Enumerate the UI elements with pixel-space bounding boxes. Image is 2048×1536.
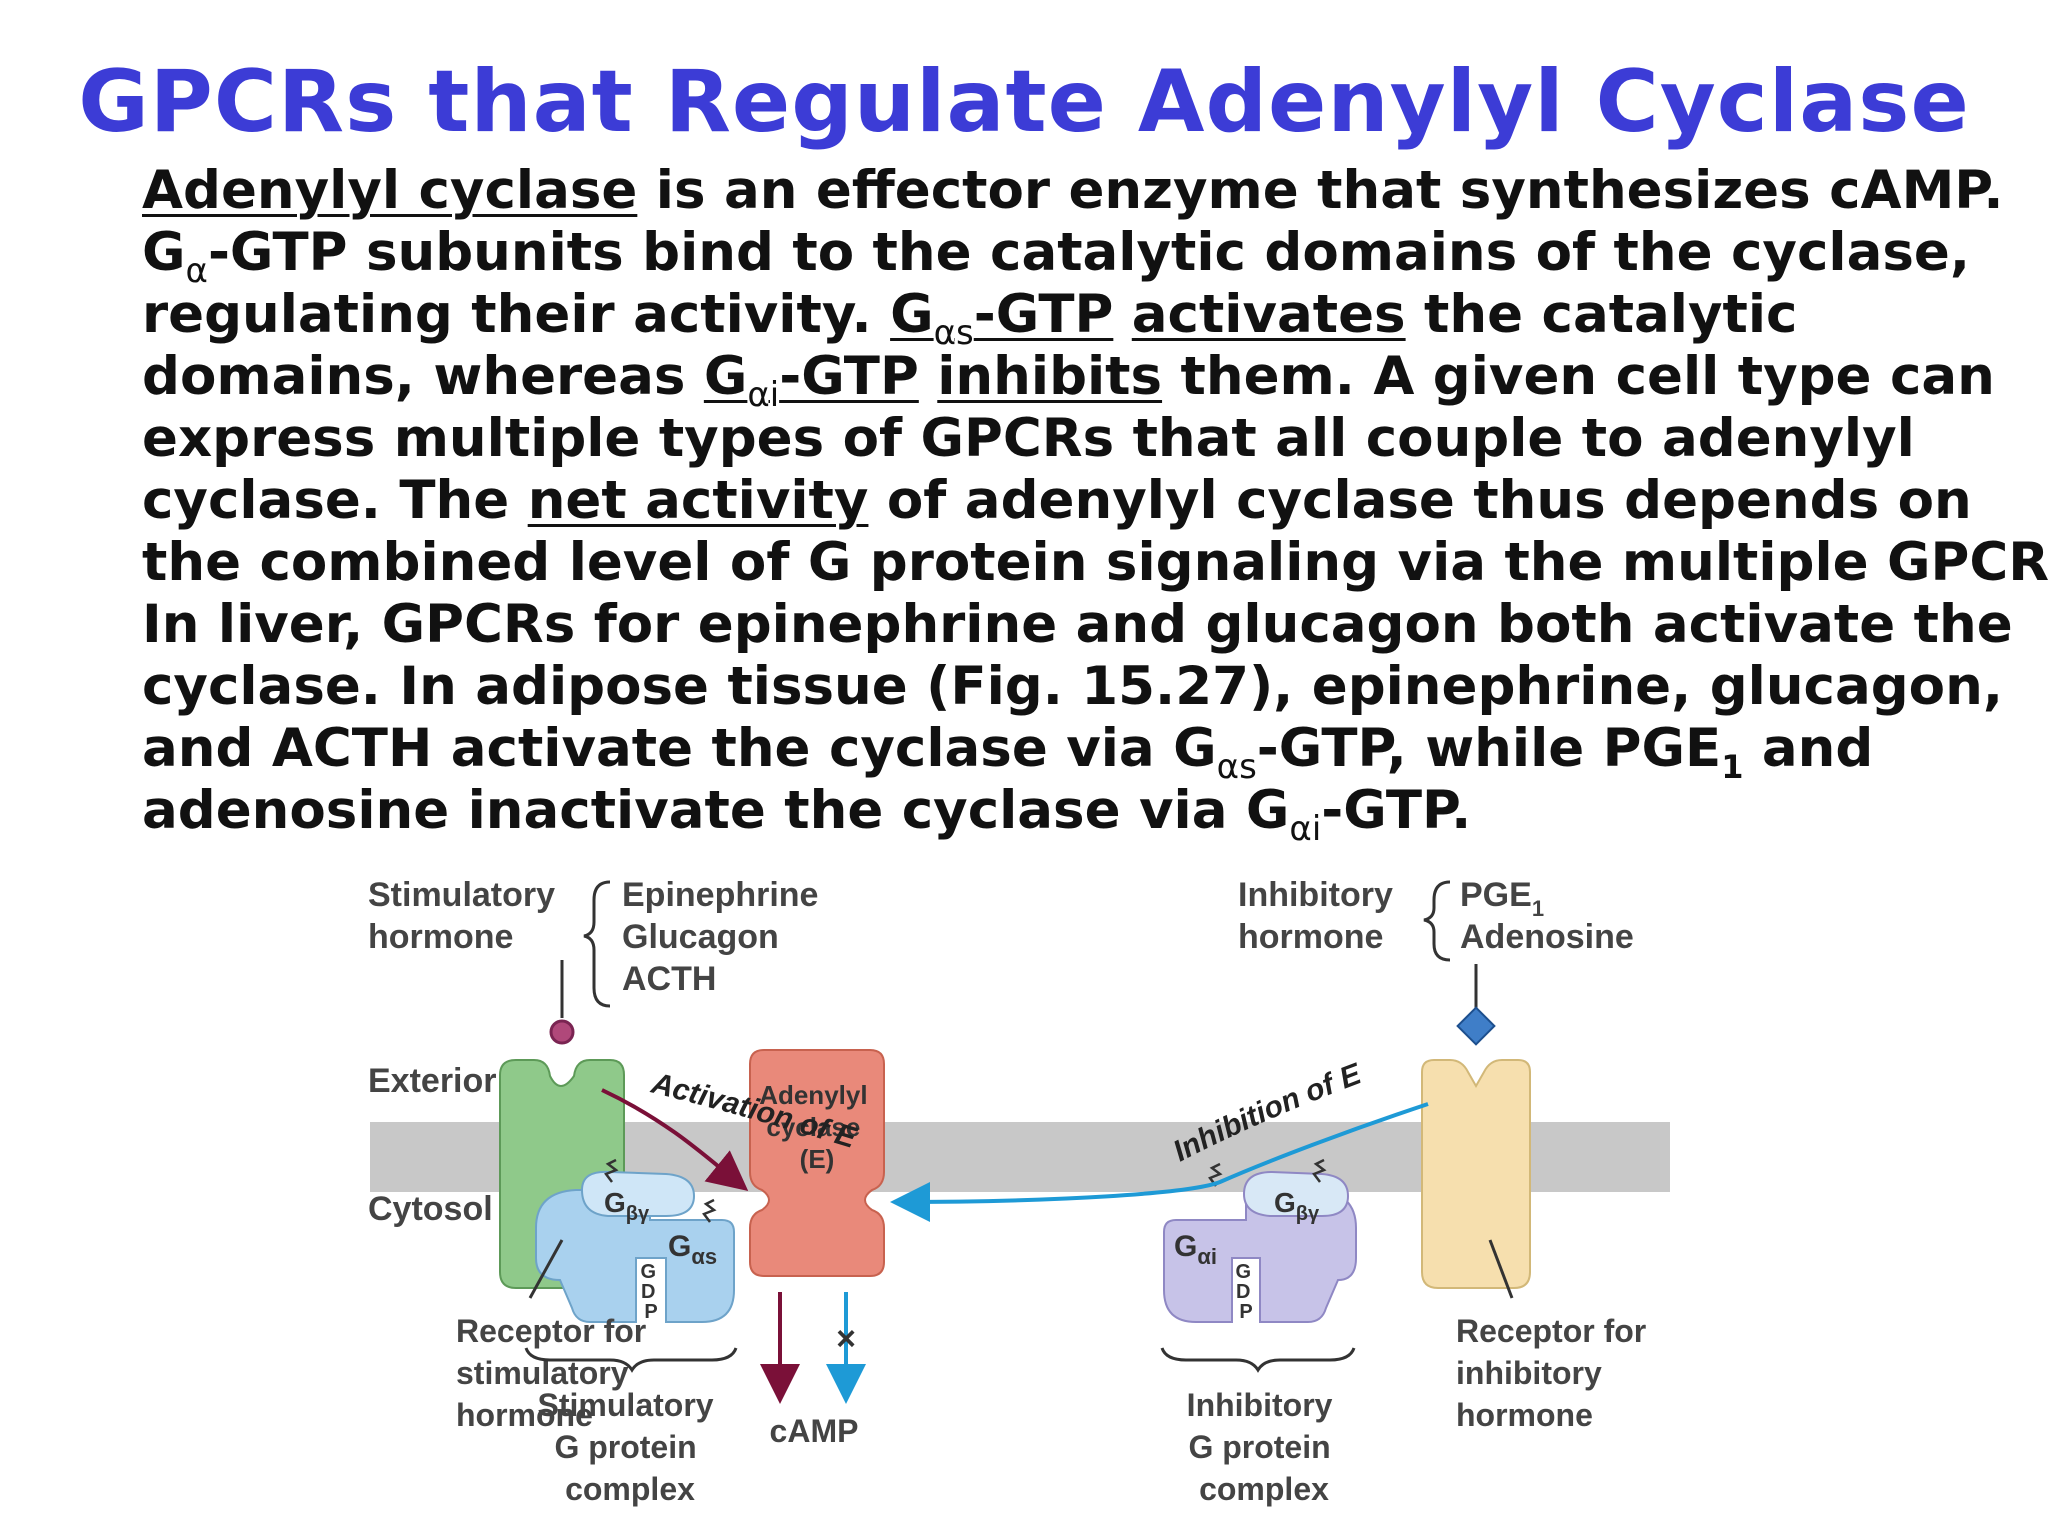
text-span: -GTP [973,284,1114,345]
term-gai-gtp: Gαi-GTP [703,346,919,412]
stim-lipid-anchor-1 [604,1158,619,1183]
text-span: adenosine inactivate the cyclase via G [142,780,1290,841]
inhibitory-ligand-icon [1456,1006,1496,1046]
inhib-g-beta-gamma-label: Gβγ [1274,1187,1320,1225]
text-span: the catalytic [1405,284,1798,345]
term-net-activity: net activity [527,470,869,531]
stim-brace [583,880,611,1008]
text-span: -GTP subunits bind to the catalytic doma… [207,222,1970,283]
activation-arrow [601,1088,749,1192]
text-span: them. A given cell type can [1162,346,1995,407]
text-span: domains, whereas [142,346,704,407]
adenylyl-cyclase-label: Adenylyl cyclase (E) [759,1080,875,1174]
inhibition-arrow-stroke [890,1102,1429,1222]
text-span: is an effector enzyme that synthesizes c… [637,160,2004,221]
text-line-6: cyclase. The net activity of adenylyl cy… [142,470,2022,532]
subscript: α [185,251,208,291]
text-span: -GTP [779,346,919,407]
text-line-9: cyclase. In adipose tissue (Fig. 15.27),… [142,656,2003,717]
text-span [1113,284,1131,345]
inhib-complex-brace [1160,1347,1356,1373]
cytosol-label: Cytosol [368,1190,493,1228]
text-span: cyclase. The [142,470,528,531]
inhib-g-alpha-i-label: Gαi [1174,1230,1217,1269]
text-span: and ACTH activate the cyclase via G [142,718,1217,779]
inhibitory-g-protein-complex-label: Inhibitory G protein complex [1187,1387,1342,1507]
text-span: G [142,222,186,283]
text-span: and [1743,718,1874,779]
text-span: regulating their activity. [142,284,891,345]
receptor-inhibitory-label: Receptor for inhibitory hormone [1456,1313,1655,1433]
term-activates: activates [1131,284,1406,345]
stim-complex-brace [524,1347,738,1373]
stimulatory-ligand-icon [549,1019,575,1045]
text-span: -GTP. [1321,780,1472,841]
inhib-brace [1423,880,1451,962]
inhibitory-hormone-label: Inhibitory hormone [1238,876,1402,956]
text-line-5: express multiple types of GPCRs that all… [142,408,1915,469]
text-line-1: Adenylyl cyclase is an effector enzyme t… [142,160,2022,222]
inhib-gdp-label: G D P [1235,1261,1256,1323]
stim-gdp-label: G D P [640,1261,661,1323]
text-span: G [890,284,934,345]
receptor-stimulatory-label: Receptor for stimulatory hormone [456,1313,655,1433]
stim-receptor-pointer [528,1239,564,1299]
gpcr-adenylyl-cyclase-figure: Stimulatory hormone Epinephrine Glucagon… [368,876,1670,1507]
text-span: G [703,346,748,407]
inhib-lipid-anchor-2 [1312,1158,1327,1183]
inhibitory-receptor [1421,1059,1531,1289]
adenylyl-cyclase [749,1049,885,1277]
stim-lipid-anchor-2 [702,1198,717,1223]
inhib-lipid-anchor-1 [1208,1162,1223,1187]
text-span: of adenylyl cyclase thus depends on [868,470,1972,531]
text-span: -GTP, while PGE [1256,718,1722,779]
subscript: αs [1216,747,1257,787]
exterior-label: Exterior [368,1062,497,1100]
text-line-10: and ACTH activate the cyclase via Gαs-GT… [142,718,2022,784]
body-paragraph: Adenylyl cyclase is an effector enzyme t… [142,160,2048,846]
text-line-8: In liver, GPCRs for epinephrine and gluc… [142,594,2013,655]
subscript: αi [747,375,780,415]
text-span [919,346,937,407]
inhibitory-g-beta-gamma [1242,1170,1350,1217]
subscript: αi [1289,809,1322,849]
subscript: αs [933,313,974,353]
term-gas-gtp: Gαs-GTP [890,284,1114,350]
slide-title: GPCRs that Regulate Adenylyl Cyclase [78,52,1970,152]
stim-g-beta-gamma-label: Gβγ [604,1187,650,1225]
subscript: 1 [1721,748,1744,786]
inhib-receptor-pointer [1488,1239,1514,1299]
term-adenylyl-cyclase: Adenylyl cyclase [142,160,638,221]
text-line-2: Gα-GTP subunits bind to the catalytic do… [142,222,2022,288]
term-inhibits: inhibits [937,346,1163,407]
stimulatory-g-protein-alpha [535,1189,735,1323]
stimulatory-ligand-list: Epinephrine Glucagon ACTH [622,876,828,998]
text-line-3: regulating their activity. Gαs-GTP activ… [142,284,2022,350]
stimulatory-g-beta-gamma [580,1170,696,1217]
text-line-4: domains, whereas Gαi-GTP inhibits them. … [142,346,2022,412]
stim-g-alpha-s-label: Gαs [668,1230,717,1269]
block-x-icon: × [836,1320,856,1358]
stimulatory-g-protein-complex-label: Stimulatory G protein complex [538,1387,723,1507]
text-line-7: the combined level of G protein signalin… [142,532,2048,593]
text-line-11: adenosine inactivate the cyclase via Gαi… [142,780,2022,846]
camp-label: cAMP [770,1413,859,1449]
stimulatory-hormone-label: Stimulatory hormone [368,876,565,956]
inhibitory-ligand-list: PGE1 Adenosine [1460,876,1634,956]
